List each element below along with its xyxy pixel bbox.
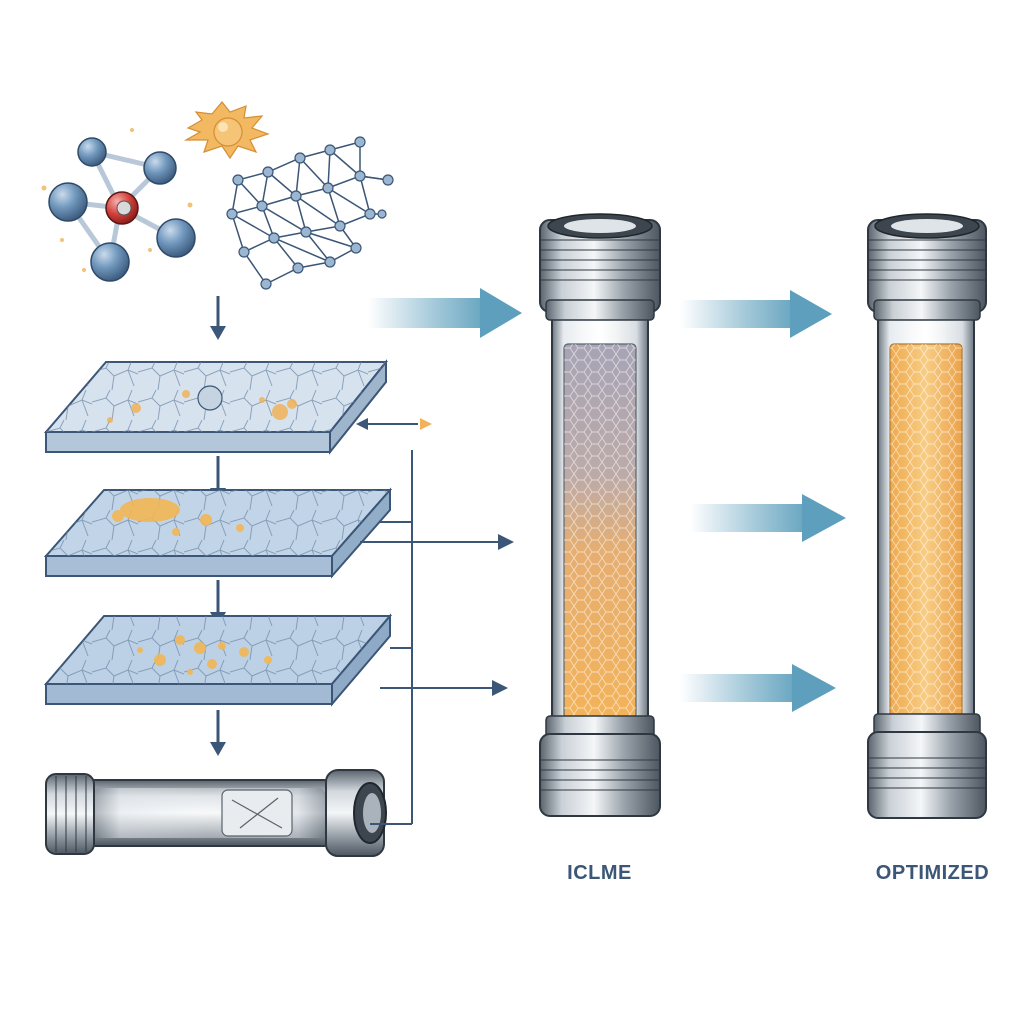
connector-lines: [360, 423, 500, 825]
column-icon: [867, 213, 987, 819]
tube-icon: [45, 769, 387, 857]
network-icon: [226, 136, 394, 290]
column-label-left: ICLME: [567, 862, 632, 884]
molecule-icon: [41, 128, 196, 282]
burst-icon: [183, 101, 270, 160]
flow-arrow-icon: [368, 288, 846, 712]
connector-arrowheads: [356, 418, 514, 696]
column-label-right: OPTIMIZED: [875, 862, 990, 884]
column-icon: [539, 213, 661, 817]
layer-plate-icon: [43, 359, 393, 707]
